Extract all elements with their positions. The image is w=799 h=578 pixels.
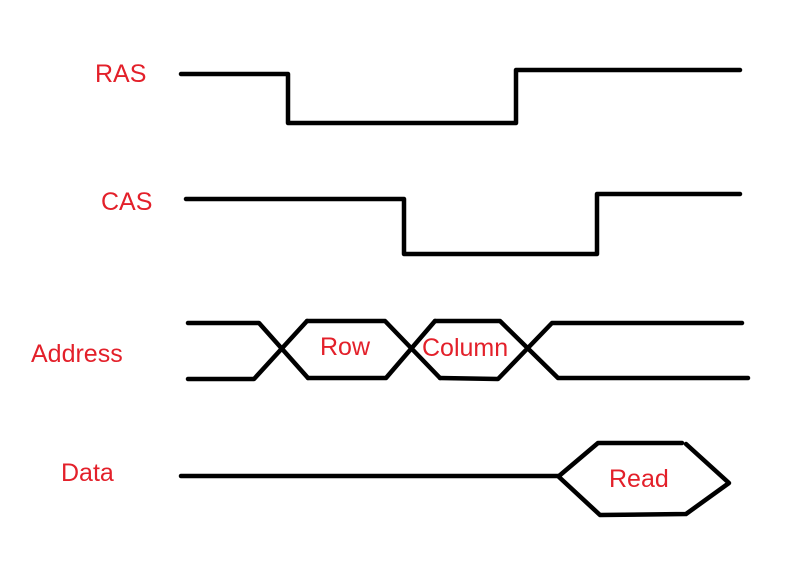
cas-label: CAS bbox=[101, 188, 152, 216]
address-column-label: Column bbox=[422, 334, 508, 362]
address-top-segment-1 bbox=[185, 320, 311, 381]
address-label: Address bbox=[31, 340, 123, 368]
data-label: Data bbox=[61, 459, 114, 487]
address-row-top bbox=[304, 318, 443, 381]
ras-waveform bbox=[178, 67, 743, 126]
data-read-top-left bbox=[556, 440, 685, 479]
address-row-bottom bbox=[305, 318, 438, 381]
data-waveform bbox=[178, 440, 732, 518]
address-bottom-segment-1 bbox=[185, 318, 310, 382]
address-waveform bbox=[185, 318, 751, 382]
data-read-label: Read bbox=[609, 465, 669, 493]
ras-label: RAS bbox=[95, 60, 146, 88]
cas-waveform bbox=[183, 191, 743, 257]
address-row-label: Row bbox=[320, 333, 371, 361]
address-column-bottom bbox=[437, 320, 745, 382]
data-read-right bbox=[556, 441, 732, 518]
